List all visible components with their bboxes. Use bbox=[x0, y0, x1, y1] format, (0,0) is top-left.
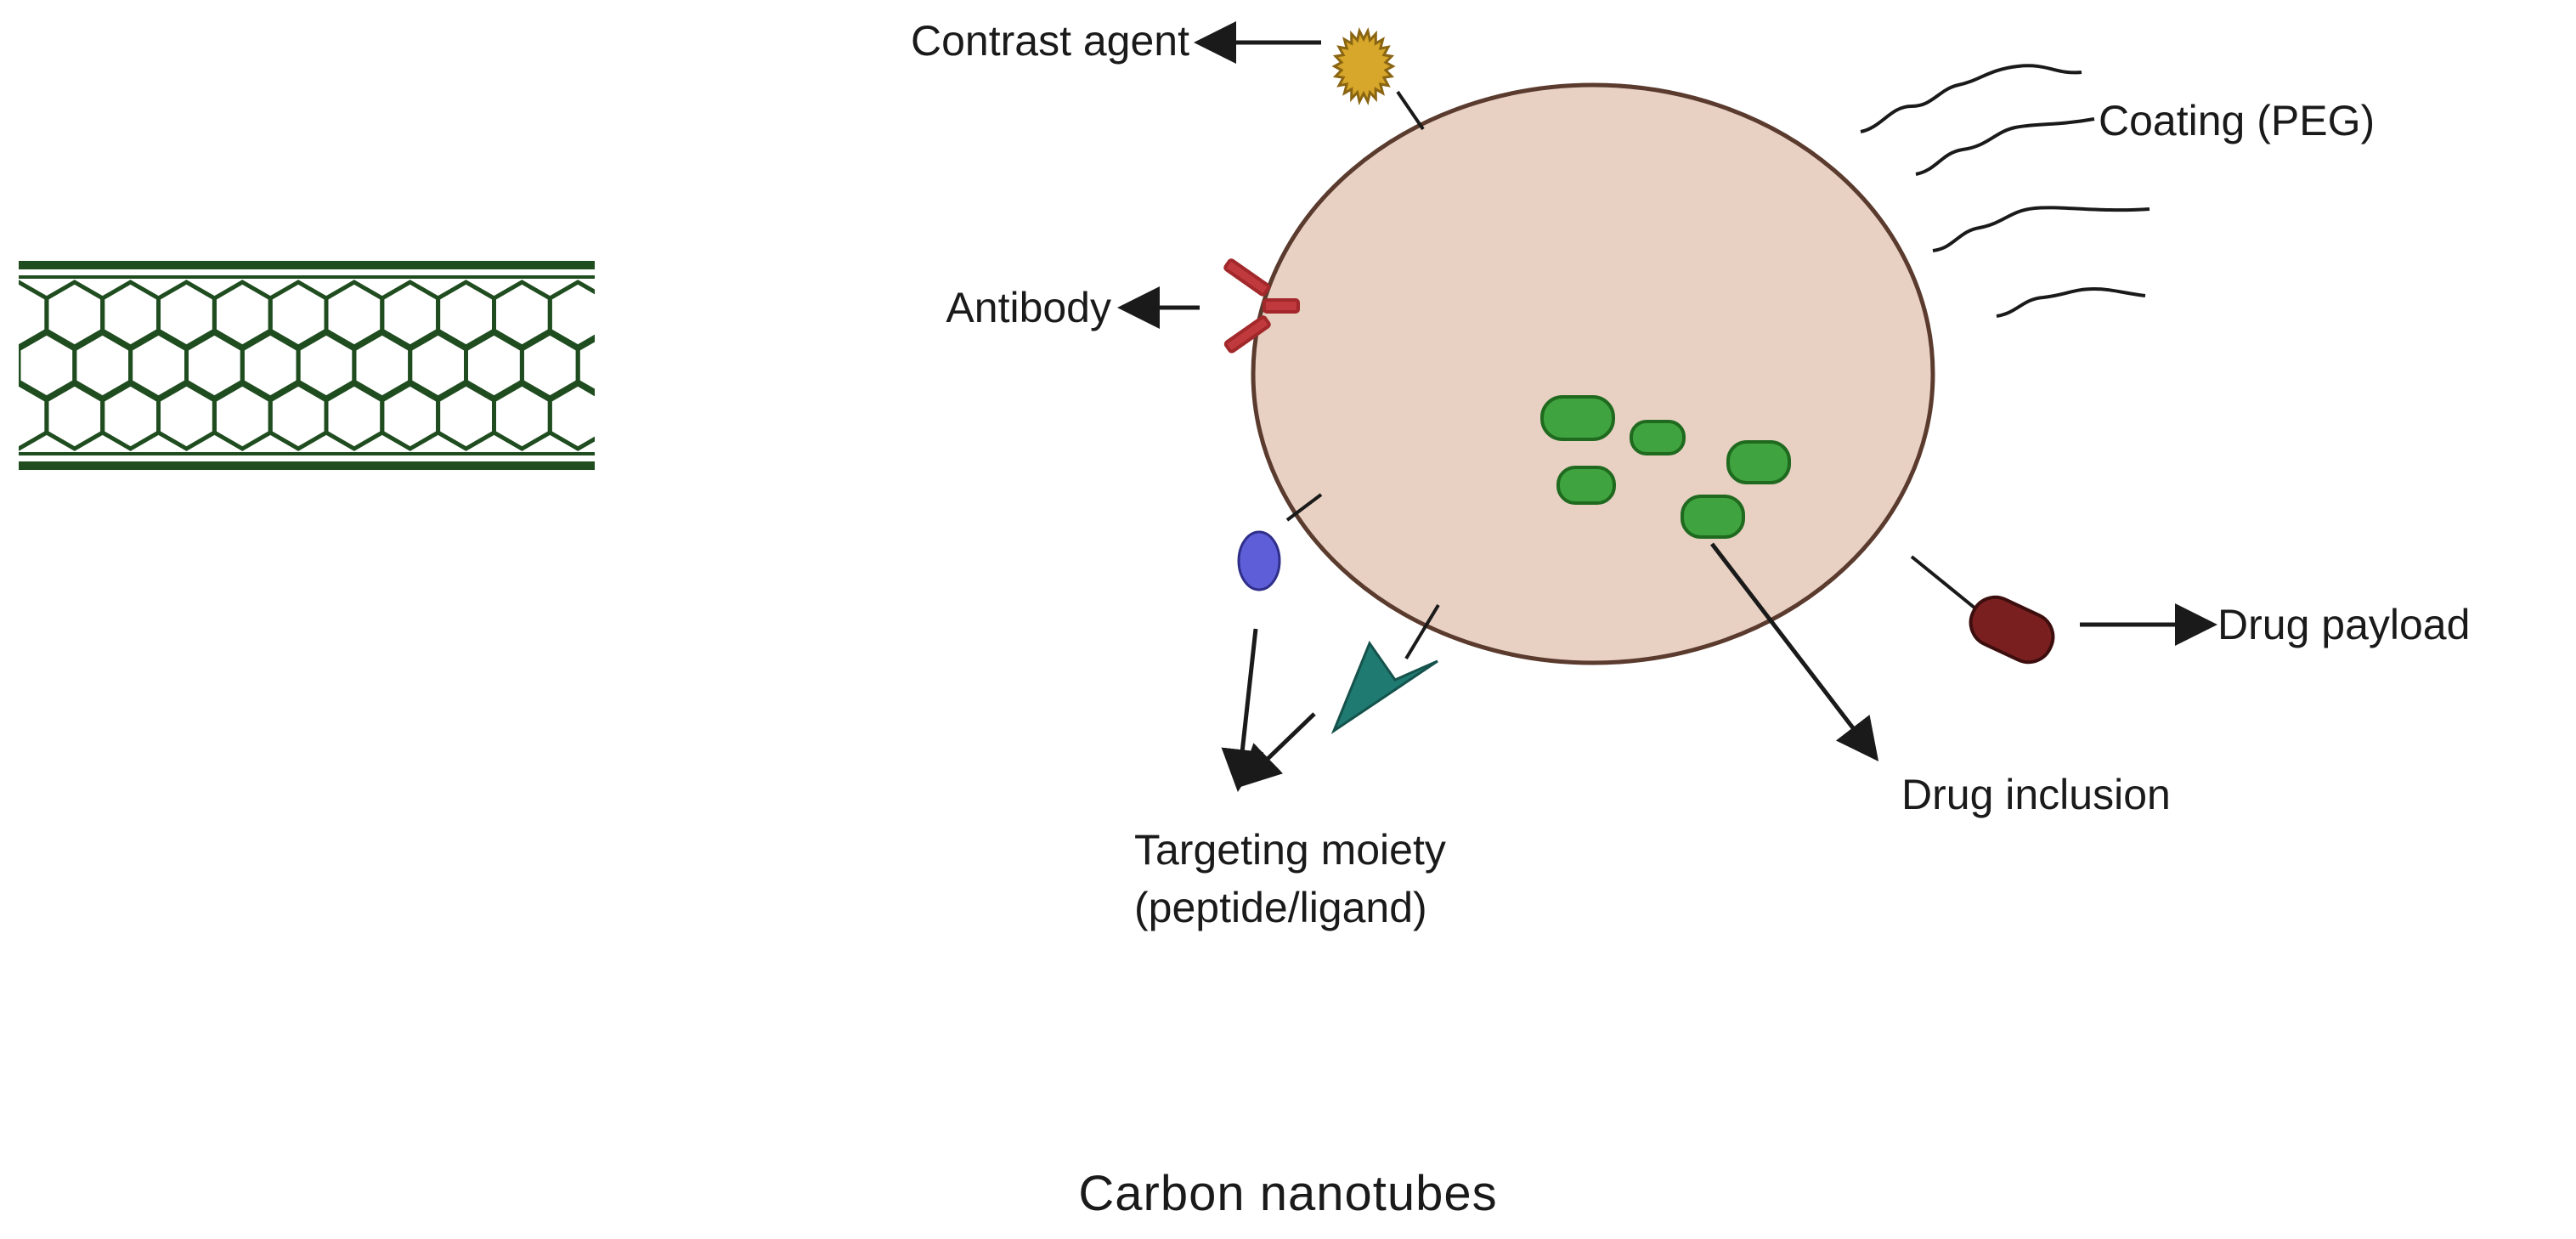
antibody-stem bbox=[1263, 298, 1300, 314]
label-coating: Coating (PEG) bbox=[2099, 97, 2375, 144]
drug-inclusion-pill bbox=[1540, 395, 1615, 441]
nanotube-hexagon bbox=[547, 280, 595, 349]
ligand-tether bbox=[1285, 493, 1323, 522]
antibody-arm-upper bbox=[1223, 258, 1271, 297]
contrast-agent-particle bbox=[1331, 27, 1396, 105]
nanotube-hexagon bbox=[19, 382, 49, 451]
label-targeting-moiety: Targeting moiety bbox=[1134, 826, 1446, 874]
peptide bbox=[1330, 603, 1440, 734]
drug-inclusion-arrow bbox=[1710, 542, 1879, 761]
antibody-arm-lower bbox=[1223, 315, 1271, 354]
drug-inclusion-pill bbox=[1556, 466, 1616, 505]
ligand-oval bbox=[1237, 530, 1281, 591]
drug-inclusion-group bbox=[1540, 395, 1791, 539]
peg-strand bbox=[1915, 117, 2095, 176]
nanotube-hexagon bbox=[575, 337, 595, 394]
peg-strand bbox=[1996, 286, 2146, 318]
peg-coating-strands bbox=[1860, 64, 2150, 318]
contrast-agent bbox=[1194, 21, 1425, 131]
nanotube-hexagon bbox=[44, 382, 105, 451]
antibody bbox=[1117, 258, 1300, 354]
nanoparticle-body bbox=[1251, 82, 1935, 665]
drug-payload-tether bbox=[1910, 555, 1981, 614]
carbon-nanotube bbox=[19, 261, 595, 470]
peptide-chevron bbox=[1330, 640, 1438, 734]
targeting-arrow-from-peptide bbox=[1237, 712, 1316, 788]
label-antibody: Antibody bbox=[946, 284, 1111, 331]
targeting-arrows bbox=[1221, 628, 1316, 792]
nanotube-hexagon bbox=[100, 382, 161, 451]
drug-inclusion-pill bbox=[1726, 440, 1791, 484]
peg-strand bbox=[1932, 206, 2150, 252]
figure-caption: Carbon nanotubes bbox=[1078, 1166, 1498, 1221]
label-targeting-moiety-detail: (peptide/ligand) bbox=[1134, 884, 1427, 931]
nanotube-hexagon bbox=[380, 382, 441, 451]
targeting-arrow-from-ligand bbox=[1221, 628, 1264, 792]
drug-inclusion-pill bbox=[1681, 495, 1745, 539]
nanotube-hexagon bbox=[324, 382, 385, 451]
ligand bbox=[1237, 493, 1323, 591]
label-contrast-agent: Contrast agent bbox=[911, 17, 1189, 65]
nanotube-hexagon bbox=[436, 382, 496, 451]
drug-inclusion-pill bbox=[1630, 420, 1686, 455]
peg-strand bbox=[1860, 64, 2082, 133]
nanotube-hex-lattice bbox=[19, 280, 595, 451]
nanotube-hexagon bbox=[268, 382, 329, 451]
label-drug-payload: Drug payload bbox=[2217, 601, 2471, 648]
label-drug-inclusion: Drug inclusion bbox=[1901, 771, 2171, 818]
nanotube-hexagon bbox=[547, 382, 595, 451]
peptide-tether bbox=[1404, 603, 1440, 660]
drug-payload-capsule bbox=[1969, 595, 2055, 665]
nanotube-hexagon bbox=[156, 382, 217, 451]
contrast-agent-tether bbox=[1396, 90, 1425, 131]
nanotube-hexagon bbox=[492, 382, 552, 451]
nanotube-hexagon bbox=[212, 382, 273, 451]
drug-payload bbox=[1910, 555, 2217, 665]
